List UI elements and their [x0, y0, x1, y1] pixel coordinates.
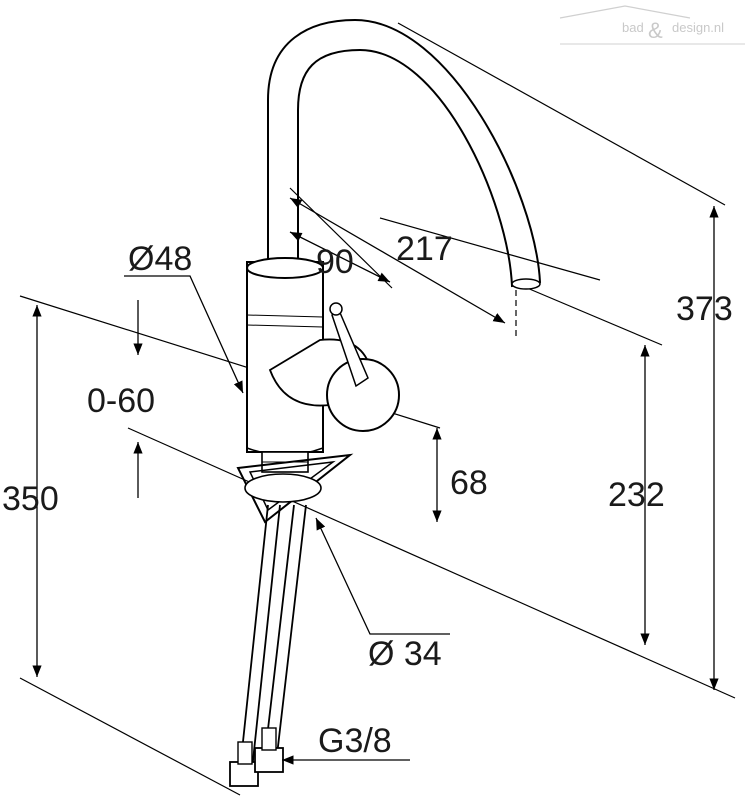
watermark-text-amp: &	[648, 18, 663, 43]
label-217: 217	[396, 230, 453, 268]
dimension-lines	[32, 197, 719, 765]
label-90: 90	[316, 243, 354, 281]
label-350: 350	[2, 480, 59, 518]
label-diameter-34: Ø 34	[368, 635, 442, 673]
label-68: 68	[450, 464, 488, 502]
spout	[267, 18, 542, 288]
lever-cap	[326, 358, 400, 432]
label-0-60: 0-60	[87, 382, 155, 420]
faucet	[229, 18, 542, 787]
dimension-labels: Ø48 90 217 373 0-60 350 68 232 Ø 34 G3/8	[2, 230, 733, 760]
supply-hose-left	[239, 504, 281, 771]
label-373: 373	[676, 290, 733, 328]
watermark-text-design: design.nl	[672, 20, 724, 35]
watermark-logo: bad & design.nl	[559, 5, 745, 45]
supply-hose-right	[264, 504, 307, 756]
label-g3-8: G3/8	[318, 722, 392, 760]
watermark-text-bad: bad	[622, 20, 644, 35]
label-diameter-48: Ø48	[128, 240, 192, 278]
label-232: 232	[608, 476, 665, 514]
